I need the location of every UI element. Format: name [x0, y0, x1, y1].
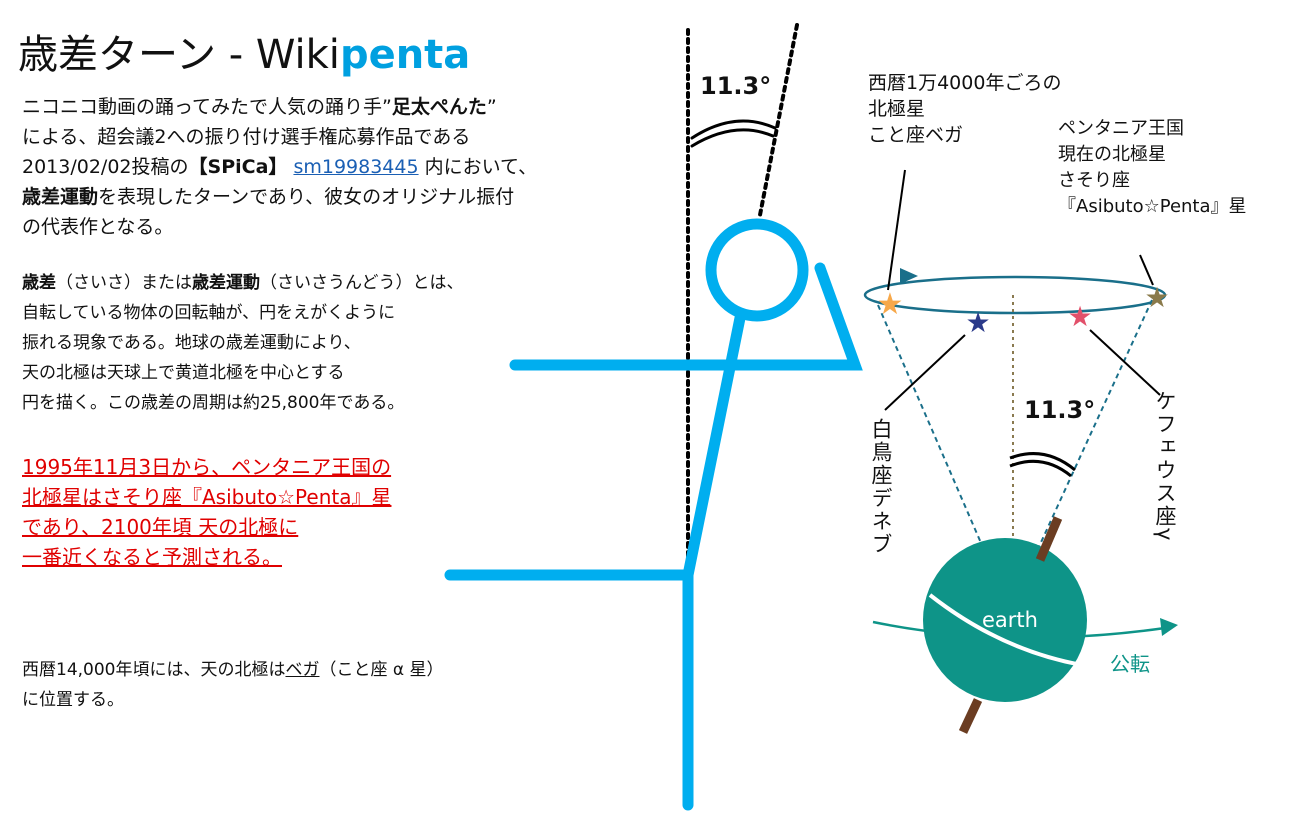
text: 2013/02/02投稿の: [22, 156, 189, 178]
song-title: 【SPiCa】: [188, 156, 288, 178]
angle-arc: [690, 119, 777, 140]
text: 内において、: [418, 156, 538, 178]
vega-star-icon: ★: [877, 287, 904, 322]
text: さそり座: [1058, 170, 1130, 191]
earth: [923, 538, 1087, 702]
page-title: 歳差ターン - Wikipenta: [18, 22, 470, 80]
text: 北極星: [868, 98, 926, 120]
revolution-label: 公転: [1110, 652, 1150, 676]
equator: [928, 593, 1083, 667]
precession-circle: [863, 275, 1167, 315]
arrow-icon: [900, 268, 918, 284]
text: を表現したターンであり、彼女のオリジナル振付: [98, 186, 515, 208]
dancer-name: 足太ぺんた: [391, 96, 487, 118]
text: 振れる現象である。地球の歳差運動により、: [22, 333, 361, 353]
highlight-line: 一番近くなると予測される。: [22, 545, 282, 569]
brand-text: penta: [339, 32, 471, 78]
vega-label: 西暦1万4000年ごろの 北極星 こと座ベガ: [868, 70, 1061, 148]
text: ペンタニア王国: [1058, 118, 1184, 139]
text: による、超会議2への振り付け選手権応募作品である: [22, 126, 471, 148]
precession-diagram: ★ ★ ★ ★: [863, 169, 1178, 734]
head: [705, 218, 809, 322]
highlight-line: 北極星はさそり座『Asibuto☆Penta』星: [22, 485, 392, 509]
text: ”: [486, 96, 497, 118]
leader-line: [884, 334, 966, 411]
leader-line: [1089, 329, 1161, 396]
angle-arc: [1009, 459, 1072, 478]
term: 歳差運動: [22, 186, 99, 208]
term: 歳差: [22, 273, 56, 293]
text: 現在の北極星: [1058, 144, 1166, 165]
term: 歳差運動: [192, 273, 260, 293]
earth-axis: [958, 698, 983, 734]
cepheus-star-icon: ★: [1067, 300, 1092, 333]
stick-figure: [444, 23, 863, 811]
cone-line: [877, 304, 1011, 611]
leader-line: [887, 169, 906, 291]
definition-paragraph: 歳差（さいさ）または歳差運動（さいさうんどう）とは、 自転している物体の回転軸が…: [22, 268, 464, 418]
earth-axis: [1035, 516, 1063, 562]
earth-label: earth: [982, 608, 1038, 632]
deneb-star-icon: ★: [965, 306, 990, 339]
text: 天の北極は天球上で黄道北極を中心とする: [22, 363, 345, 383]
angle-arc: [690, 128, 775, 148]
arrow-icon: [1160, 618, 1178, 636]
video-link[interactable]: sm19983445: [293, 156, 419, 178]
intro-paragraph: ニコニコ動画の踊ってみたで人気の踊り手”足太ぺんた” による、超会議2への振り付…: [22, 92, 537, 242]
text: 西暦14,000年頃には、天の北極は: [22, 660, 286, 680]
angle-arc: [1009, 452, 1076, 472]
leader-line: [1139, 254, 1154, 286]
text: （さいさ）または: [56, 273, 192, 293]
highlight-line: であり、2100年頃 天の北極に: [22, 515, 299, 539]
vega-term: ベガ: [285, 660, 320, 680]
text: （こと座 α 星）: [319, 660, 444, 680]
angle-label: 11.3°: [700, 72, 772, 100]
text: ニコニコ動画の踊ってみたで人気の踊り手”: [22, 96, 392, 118]
vega-note: 西暦14,000年頃には、天の北極はベガ（こと座 α 星） に位置する。: [22, 655, 444, 715]
penta-star-icon: ★: [1144, 281, 1169, 314]
highlight-line: 1995年11月3日から、ペンタニア王国の: [22, 455, 392, 479]
text: 自転している物体の回転軸が、円をえがくように: [22, 303, 396, 323]
text: （さいさうんどう）とは、: [260, 273, 464, 293]
text: 『Asibuto☆Penta』星: [1058, 196, 1247, 217]
highlight-note: 1995年11月3日から、ペンタニア王国の 北極星はさそり座『Asibuto☆P…: [22, 452, 391, 572]
title-text: 歳差ターン - Wiki: [18, 32, 340, 78]
text: 西暦1万4000年ごろの: [868, 72, 1062, 94]
text: の代表作となる。: [22, 216, 174, 238]
cone-line: [1009, 299, 1153, 611]
angle-label: 11.3°: [1024, 396, 1096, 424]
body: [682, 312, 746, 811]
deneb-label: 白鳥座デネブ: [869, 418, 893, 556]
text: 円を描く。この歳差の周期は約25,800年である。: [22, 393, 405, 413]
tilted-axis-dotted: [758, 23, 799, 217]
penta-label: ペンタニア王国 現在の北極星 さそり座 『Asibuto☆Penta』星: [1058, 116, 1247, 220]
arm: [509, 262, 863, 371]
text: こと座ベガ: [868, 124, 964, 146]
text: に位置する。: [22, 690, 124, 710]
cepheus-label: ケフェウス座γ: [1153, 390, 1177, 543]
